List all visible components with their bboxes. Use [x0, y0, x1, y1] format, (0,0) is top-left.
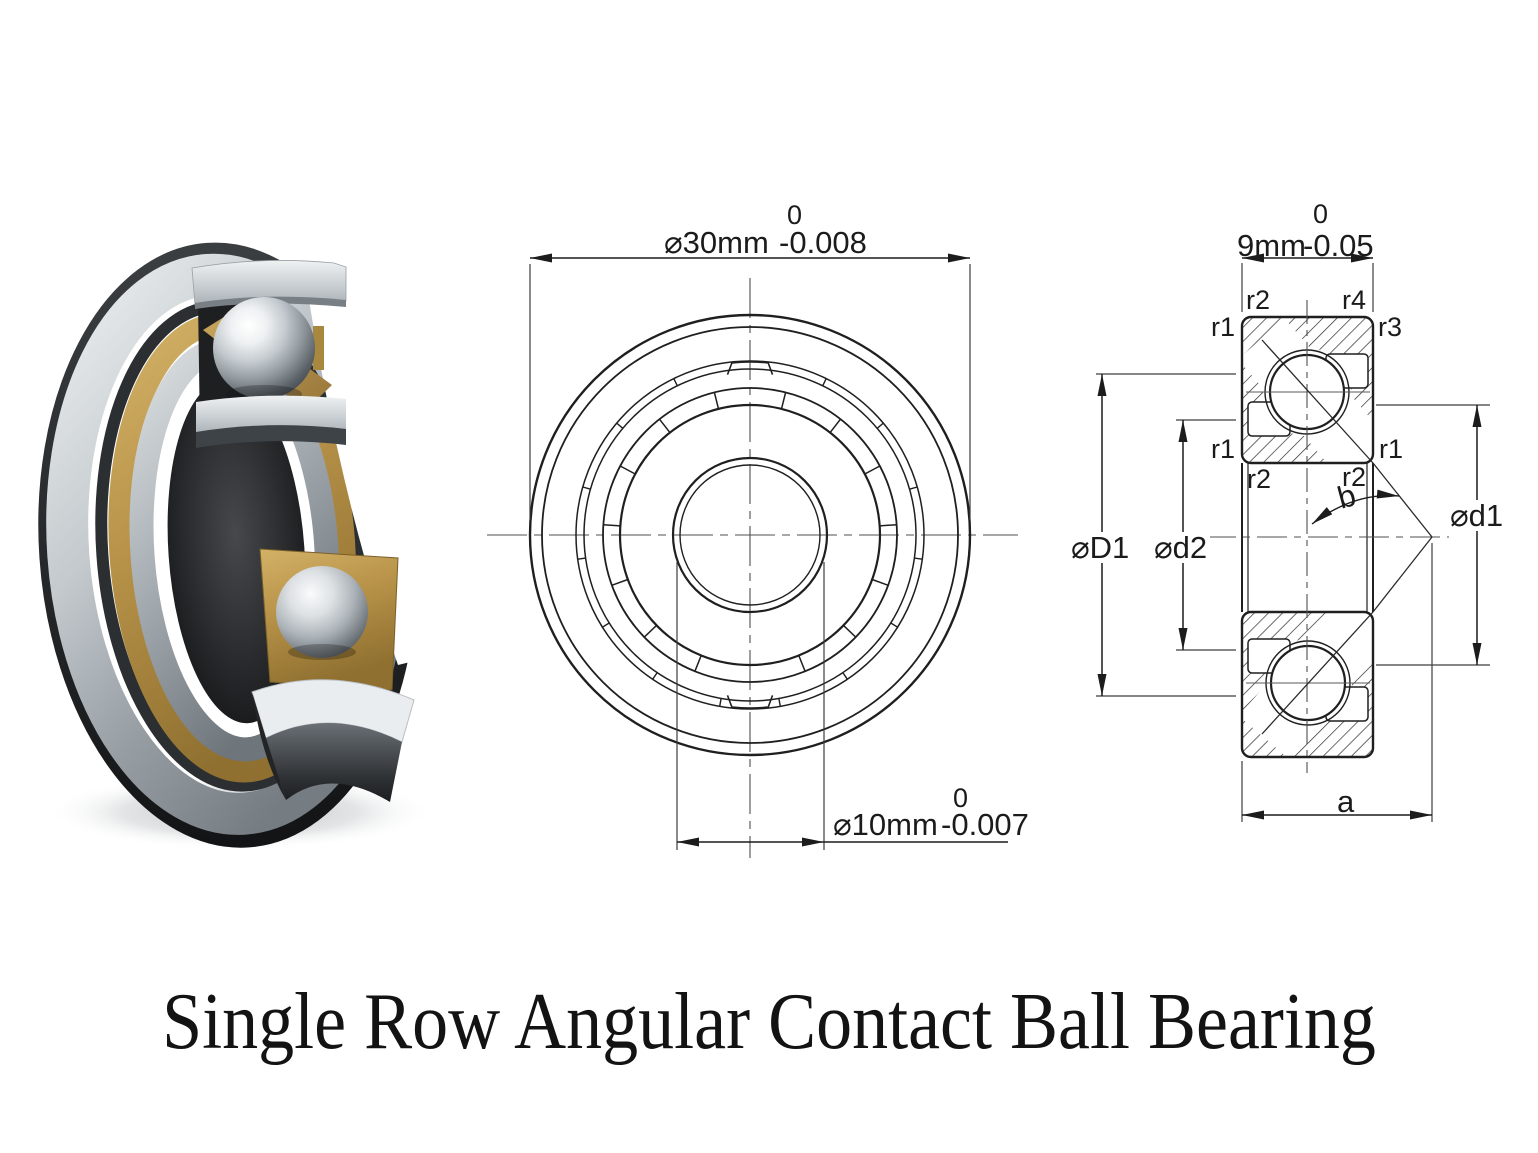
render-inner-ring-slab-front [266, 722, 402, 802]
a-dimension-label: a [1337, 784, 1355, 819]
radius-label-r4-top: r4 [1342, 285, 1367, 315]
bore-tolerance-lower: -0.007 [941, 807, 1029, 842]
cross-section-drawing [1096, 253, 1490, 822]
width-tolerance-lower: -0.05 [1303, 228, 1374, 263]
contact-angle-lines [1261, 339, 1433, 735]
bore-dimension-value: ⌀10mm [833, 807, 938, 842]
outer-ring-chamfer-circle [541, 326, 959, 744]
od-tolerance-lower: -0.008 [779, 225, 867, 260]
cage-pocket-bottom [726, 695, 774, 709]
render-ball-lower [276, 566, 368, 658]
cage-inner-circle [602, 387, 898, 683]
radius-label-r2-mid-left: r2 [1247, 464, 1272, 494]
bore-circle [671, 456, 829, 614]
cage-segment-ticks [603, 392, 897, 672]
outer-ring-od-circle [528, 313, 972, 757]
radius-label-r2-top: r2 [1246, 285, 1271, 315]
inner-ring-circle [618, 403, 882, 667]
cage-pocket-top [726, 361, 774, 375]
cage-outer-circle [575, 360, 925, 710]
front-view-drawing [487, 253, 1018, 858]
od-dimension-value: ⌀30mm [664, 225, 769, 260]
radius-label-r1-mid-right: r1 [1379, 434, 1404, 464]
radius-label-r3-top-right: r3 [1378, 312, 1403, 342]
od-tolerance-upper: 0 [787, 200, 803, 230]
radius-label-r1-top-left: r1 [1211, 312, 1236, 342]
bearing-3d-render [38, 205, 500, 850]
render-inner-ring-cut [196, 395, 346, 434]
radius-label-r1-mid-left: r1 [1211, 434, 1236, 464]
width-dimension-value: 9mm [1237, 228, 1306, 263]
contact-angle-arc [1311, 489, 1400, 525]
bore-tolerance-upper: 0 [953, 783, 969, 813]
d2-label: ⌀d2 [1151, 532, 1211, 563]
radius-label-r2-mid-right: r2 [1342, 462, 1367, 492]
page-title: Single Row Angular Contact Ball Bearing [162, 978, 1376, 1066]
width-tolerance-upper: 0 [1313, 199, 1329, 229]
render-ball-top [213, 297, 315, 399]
D1-label: ⌀D1 [1068, 532, 1133, 563]
d1-label: ⌀d1 [1447, 500, 1507, 531]
